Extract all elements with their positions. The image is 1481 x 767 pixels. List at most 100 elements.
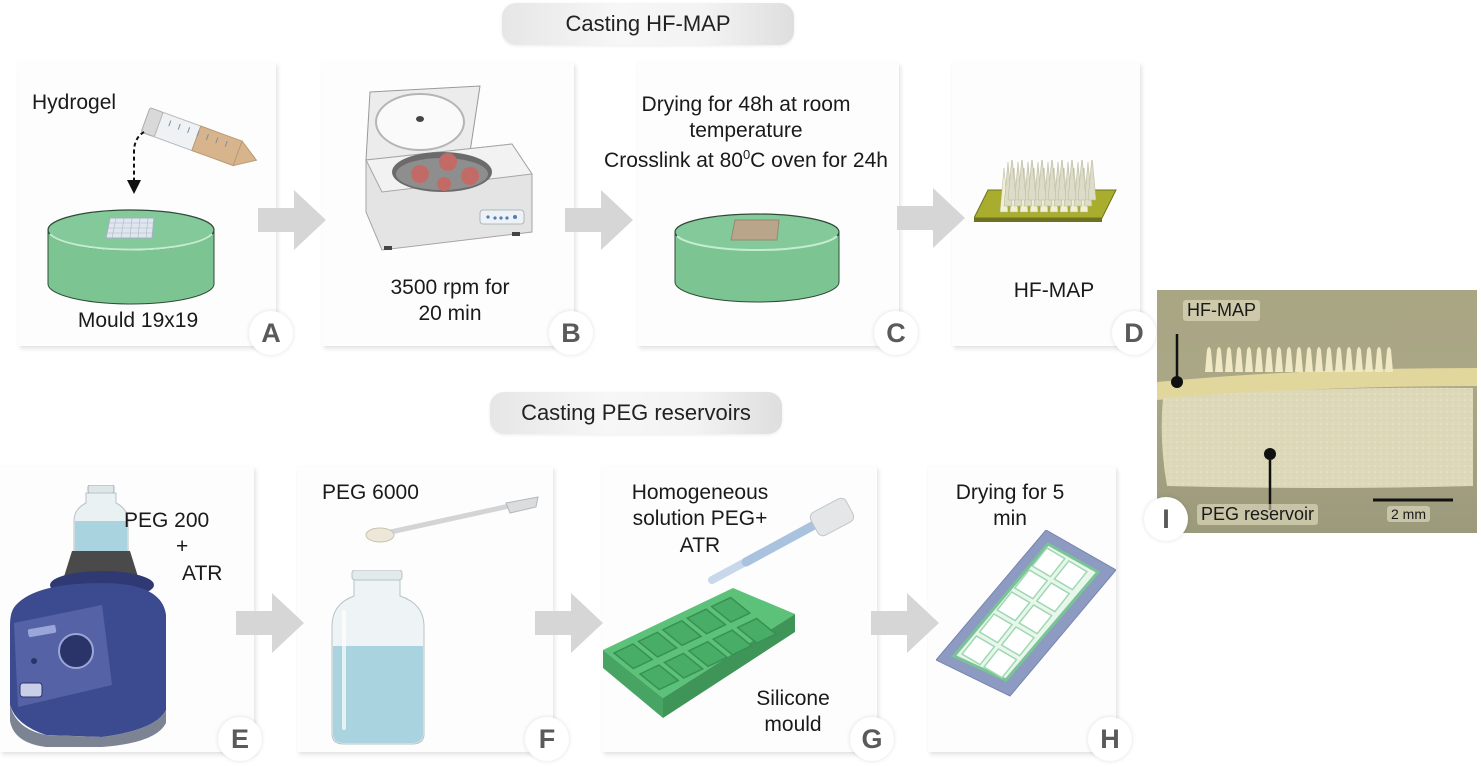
section-title-casting-hf-map: Casting HF-MAP [502, 3, 794, 45]
panel-c-label: Drying for 48h at room temperature Cross… [596, 92, 896, 174]
arrow-c-to-d-icon [897, 188, 965, 248]
panel-e-label-line2: + [176, 535, 189, 559]
panel-d-badge: D [1112, 311, 1156, 355]
panel-e-label-line1: PEG 200 [124, 509, 210, 532]
microneedle [1027, 160, 1037, 201]
photo-microneedle [1295, 347, 1303, 372]
section-title-casting-peg-reservoirs: Casting PEG reservoirs [490, 392, 782, 434]
mould-cavity [612, 643, 654, 670]
panel-g-label-bottom: Silicone mould [748, 686, 838, 739]
micrograph-photo: HF-MAP PEG reservoir 2 mm [1157, 290, 1477, 533]
microneedle [1047, 160, 1057, 201]
microneedle [1087, 160, 1097, 201]
arrow-a-to-b-icon [258, 190, 326, 250]
photo-microneedle [1235, 347, 1243, 372]
mesh-patch [105, 217, 155, 239]
silicone-mould-icon [603, 588, 795, 718]
panel-b-label-line1: 3500 rpm for [390, 276, 510, 299]
microneedle [1067, 160, 1077, 201]
mould-cavity [637, 631, 679, 658]
photo-microneedle [1275, 347, 1283, 372]
panel-b-badge: B [549, 311, 593, 355]
panel-g-label-bottom2: mould [764, 713, 822, 737]
panel-c-crosslink-post: C oven for 24h [750, 148, 888, 172]
microneedle [1007, 160, 1017, 201]
panel-d-label: HF-MAP [1013, 279, 1095, 302]
panel-g-badge: G [850, 717, 894, 761]
tray-cell [996, 590, 1031, 622]
micrograph-drawing [1157, 334, 1477, 510]
round-mould-icon [47, 209, 215, 305]
arrow-f-to-g-icon [535, 593, 603, 653]
photo-microneedle [1265, 347, 1273, 372]
panel-h-label-line2: min [993, 507, 1027, 531]
panel-e-label-line3: ATR [182, 561, 223, 585]
photo-microneedle [1385, 347, 1393, 372]
panel-h-badge: H [1088, 717, 1132, 761]
arrow-e-to-f-icon [236, 593, 304, 653]
panel-g-label-line2: solution PEG+ [632, 507, 768, 531]
panel-h-label-line1: Drying for 5 [955, 481, 1065, 504]
photo-microneedle [1205, 347, 1213, 372]
section-title-text: Casting PEG reservoirs [521, 400, 751, 425]
microneedle-array-icon [974, 160, 1117, 222]
mould-cavity [687, 640, 729, 668]
photo-microneedle [1375, 347, 1383, 372]
microneedle [1077, 160, 1087, 201]
tray-cell [1053, 559, 1088, 591]
photo-microneedle [1355, 347, 1363, 372]
panel-f-label: PEG 6000 [322, 481, 419, 504]
photo-microneedle [1255, 347, 1263, 372]
photo-microneedle [1325, 347, 1333, 372]
tray-cell [1035, 581, 1071, 613]
panel-c-label-line3: Crosslink at 800C oven for 24h [596, 147, 896, 174]
dashed-arrow-icon [127, 131, 145, 194]
tray-cell [982, 647, 1018, 679]
mould-cavity [736, 617, 778, 645]
panel-a-label-mould: Mould 19x19 [77, 309, 199, 332]
pipette-icon [708, 497, 855, 584]
panel-h-label: Drying for 5 min [930, 480, 1090, 533]
mould-cavity [661, 619, 703, 647]
photo-microneedle [1335, 347, 1343, 372]
panel-e-badge: E [218, 717, 262, 761]
bottle-icon [331, 570, 425, 745]
photo-microneedle [1215, 347, 1223, 372]
scale-bar-label: 2 mm [1387, 506, 1430, 522]
photo-label-hf-map: HF-MAP [1183, 300, 1260, 321]
panel-c-crosslink-pre: Crosslink at 80 [604, 148, 743, 172]
mould-cavity [685, 608, 727, 635]
panel-c-label-line2: temperature [689, 119, 803, 143]
tray-cell [1013, 568, 1049, 600]
panel-c-label-line1: Drying for 48h at room [641, 93, 851, 116]
round-mould-with-patch-icon [674, 213, 840, 303]
panel-g-label: Homogeneous solution PEG+ ATR [600, 480, 800, 559]
photo-microneedle [1245, 347, 1253, 372]
microneedle [1017, 160, 1027, 201]
panel-g-label-line3: ATR [679, 533, 721, 557]
microneedle [1037, 160, 1047, 201]
panel-b-label: 3500 rpm for 20 min [360, 275, 540, 328]
mould-cavity [663, 652, 705, 679]
panel-a-label-hydrogel: Hydrogel [32, 91, 117, 114]
bottle-icon [73, 485, 129, 552]
microneedle [1057, 160, 1067, 201]
mould-cavity [638, 664, 680, 691]
vortex-mixer-icon [10, 485, 166, 747]
arrow-b-to-c-icon [565, 190, 633, 250]
tray-cell [1031, 546, 1066, 578]
mould-cavity [711, 629, 753, 656]
panel-g-label-line1: Homogeneous [631, 481, 769, 504]
panel-c-badge: C [874, 311, 918, 355]
panel-e-label: PEG 200 + ATR [120, 508, 223, 587]
panel-b-label-line2: 20 min [418, 302, 482, 326]
section-title-text: Casting HF-MAP [565, 11, 731, 36]
falcon-tube-icon [141, 107, 258, 167]
panel-c-degree: 0 [742, 146, 751, 162]
panel-g-label-bottom1: Silicone [756, 687, 830, 710]
tray-cell [978, 612, 1014, 644]
photo-microneedle [1305, 347, 1313, 372]
panel-i-badge: I [1144, 497, 1188, 541]
photo-microneedle [1365, 347, 1373, 372]
photo-microneedle [1225, 347, 1233, 372]
